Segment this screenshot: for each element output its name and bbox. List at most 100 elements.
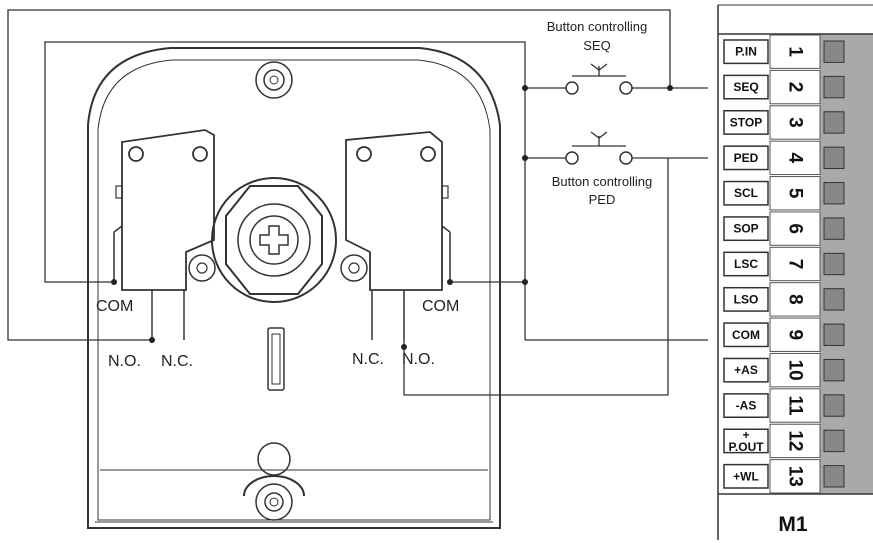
terminal-label: LSO bbox=[734, 292, 759, 306]
terminal-number: 11 bbox=[785, 395, 806, 416]
terminal-label: PED bbox=[734, 151, 759, 165]
terminal-number: 10 bbox=[785, 360, 806, 381]
terminal-label-box bbox=[723, 74, 769, 100]
terminal-screw bbox=[823, 288, 845, 311]
terminal-number: 7 bbox=[785, 259, 806, 270]
terminal-label-box bbox=[723, 322, 769, 348]
terminal-screw bbox=[823, 252, 845, 276]
terminal-number-cell bbox=[769, 388, 821, 423]
terminal-screw bbox=[823, 182, 845, 205]
terminal-block-title: M1 bbox=[778, 513, 807, 536]
terminal-row: P.IN 1 bbox=[723, 34, 845, 69]
center-slot bbox=[267, 327, 285, 391]
terminal-label: LSC bbox=[734, 257, 758, 271]
terminal-row: SOP 6 bbox=[723, 211, 845, 246]
terminal-row: SEQ 2 bbox=[723, 69, 845, 105]
terminal-screw bbox=[823, 111, 845, 134]
terminal-number-cell bbox=[769, 211, 821, 246]
terminal-screw bbox=[823, 146, 845, 170]
terminal-screw bbox=[823, 429, 845, 453]
terminal-number-cell bbox=[769, 352, 821, 388]
right-com-label: COM bbox=[422, 298, 459, 315]
terminal-label-box bbox=[723, 110, 769, 135]
terminal-screw bbox=[823, 75, 845, 99]
terminal-number: 8 bbox=[785, 294, 806, 305]
terminal-label-box bbox=[723, 463, 769, 489]
terminal-number-cell bbox=[769, 34, 821, 69]
terminal-screw bbox=[823, 465, 845, 488]
terminal-number: 9 bbox=[785, 329, 806, 340]
left-nc-label: N.C. bbox=[161, 353, 193, 370]
terminal-label-box bbox=[723, 428, 769, 454]
terminal-number: 13 bbox=[785, 466, 806, 487]
terminal-number-cell bbox=[769, 423, 821, 459]
terminal-row: LSO 8 bbox=[723, 282, 845, 317]
terminal-label-box bbox=[723, 393, 769, 418]
right-roller-screw-icon bbox=[340, 254, 368, 282]
terminal-row: STOP 3 bbox=[723, 105, 845, 140]
ped-button-caption-1: Button controlling bbox=[552, 174, 652, 189]
seq-button-caption-1: Button controlling bbox=[547, 19, 647, 34]
terminal-row: LSC 7 bbox=[723, 246, 845, 282]
central-nut-icon bbox=[211, 177, 337, 303]
terminal-row: COM 9 bbox=[723, 317, 845, 352]
terminal-row: +AS 10 bbox=[723, 352, 845, 388]
terminal-number-cell bbox=[769, 105, 821, 140]
limit-switch-housing bbox=[87, 47, 501, 529]
terminal-label: COM bbox=[732, 328, 760, 342]
terminal-number-cell bbox=[769, 282, 821, 317]
terminal-label: SCL bbox=[734, 186, 758, 200]
terminal-label-box bbox=[723, 251, 769, 277]
terminal-label: +AS bbox=[734, 363, 758, 377]
terminal-label: P.IN bbox=[735, 45, 757, 59]
terminal-label-box bbox=[723, 180, 769, 206]
terminal-number-cell bbox=[769, 246, 821, 282]
terminal-screw bbox=[823, 394, 845, 417]
top-screw-icon bbox=[255, 61, 293, 99]
terminal-label-box bbox=[723, 39, 769, 65]
left-roller-screw-icon bbox=[188, 254, 216, 282]
bottom-screw-icon bbox=[243, 442, 305, 521]
left-microswitch bbox=[113, 129, 215, 340]
terminal-screw bbox=[823, 217, 845, 240]
right-nc-label: N.C. bbox=[352, 351, 384, 368]
terminal-row: -AS 11 bbox=[723, 388, 845, 423]
seq-button-caption-2: SEQ bbox=[583, 38, 610, 53]
terminal-label-prefix: + bbox=[742, 428, 749, 442]
terminal-number: 6 bbox=[785, 223, 806, 234]
terminal-number: 4 bbox=[785, 153, 806, 164]
terminal-number-cell bbox=[769, 176, 821, 211]
terminal-label: SOP bbox=[733, 222, 758, 236]
terminal-row: PED 4 bbox=[723, 140, 845, 176]
terminal-number: 1 bbox=[785, 46, 806, 57]
left-no-label: N.O. bbox=[108, 353, 141, 370]
terminal-screw bbox=[823, 323, 845, 346]
terminal-label: SEQ bbox=[733, 80, 758, 94]
terminal-label: STOP bbox=[730, 115, 762, 129]
left-com-label: COM bbox=[96, 298, 133, 315]
terminal-label-box bbox=[723, 357, 769, 383]
terminal-number: 5 bbox=[785, 188, 806, 199]
terminal-number: 3 bbox=[785, 117, 806, 128]
seq-push-button bbox=[565, 63, 633, 95]
terminal-label-box bbox=[723, 145, 769, 171]
terminal-number-cell bbox=[769, 459, 821, 494]
terminal-label-box bbox=[723, 286, 769, 312]
terminal-label: -AS bbox=[736, 399, 757, 413]
terminal-number: 12 bbox=[785, 430, 806, 451]
terminal-row: SCL 5 bbox=[723, 176, 845, 211]
right-microswitch bbox=[345, 131, 451, 340]
terminal-row: +P.OUT 12 bbox=[723, 423, 845, 459]
right-no-label: N.O. bbox=[402, 351, 435, 368]
junction-dots bbox=[111, 85, 673, 350]
ped-button-caption-2: PED bbox=[589, 192, 616, 207]
terminal-screw bbox=[823, 40, 845, 63]
terminal-number-cell bbox=[769, 69, 821, 105]
terminal-label: P.OUT bbox=[728, 440, 764, 454]
terminal-number: 2 bbox=[785, 82, 806, 93]
terminal-number-cell bbox=[769, 140, 821, 176]
